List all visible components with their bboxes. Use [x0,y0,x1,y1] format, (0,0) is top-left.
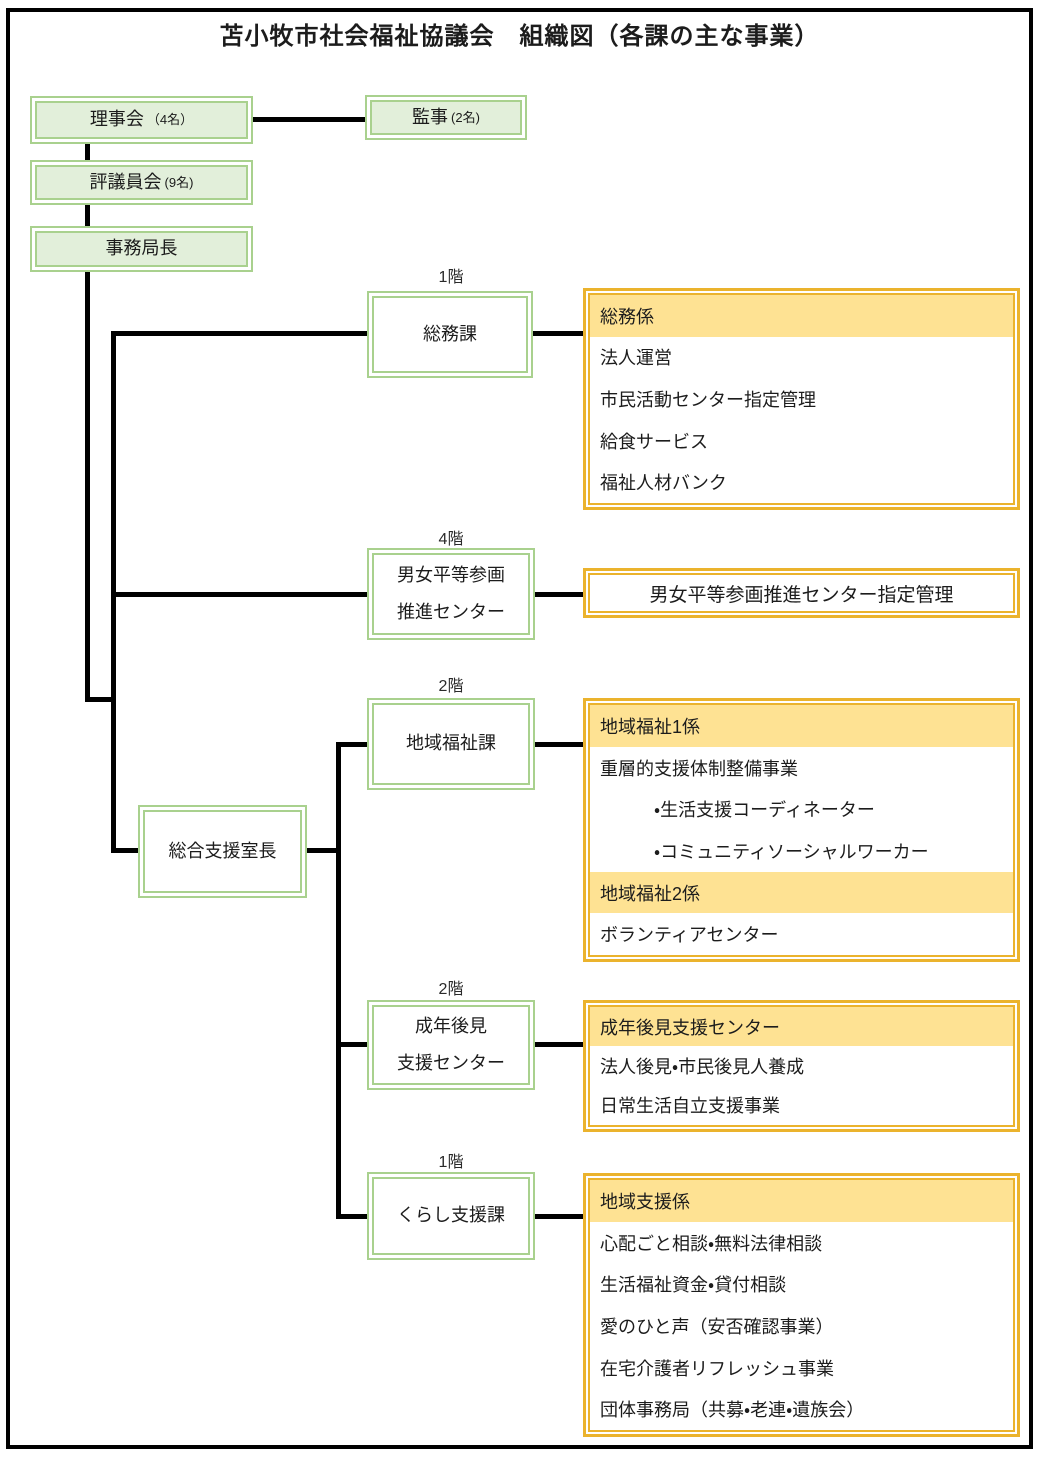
connector-branch-gender-equality [116,592,367,597]
box-support-office-chief-inner: 総合支援室長 [143,810,302,893]
connector-trunk-right [336,742,341,1219]
connector-branch-adult-guardianship [341,1042,367,1047]
box-general-affairs-dept: 総務課 [367,291,533,378]
connector-trunk-bridge [85,697,116,702]
floor-label-living-support: 1階 [438,1154,464,1171]
duties-general-affairs: 総務係 法人運営 市民活動センター指定管理 給食サービス 福祉人材バンク [583,288,1020,510]
adult-guardianship-center-label-line1: 成年後見 [415,1015,487,1036]
auditors-count: (2名) [451,109,480,125]
connector-branch-general-affairs [116,331,367,336]
floor-label-gender-equality: 4階 [438,531,464,548]
duties-living-support: 地域支援係 心配ごと相談・無料法律相談 生活福祉資金・貸付相談 愛のひと声（安否… [583,1173,1020,1437]
duty-row: 市民活動センター指定管理 [600,389,816,410]
community-welfare-dept-label: 地域福祉課 [406,733,496,754]
connector-branch-community-welfare [341,742,367,747]
duties-adult-guardianship: 成年後見支援センター 法人後見・市民後見人養成 日常生活自立支援事業 [583,1000,1020,1132]
connector-board-auditors [253,117,365,122]
duty-row: 男女平等参画推進センター指定管理 [649,584,954,606]
duty-row: 団体事務局（共募・老連・遺族会） [600,1400,865,1421]
duty-row: 生活福祉資金・貸付相談 [600,1275,787,1296]
gender-equality-center-label-line1: 男女平等参画 [397,564,505,585]
duty-row: 在宅介護者リフレッシュ事業 [600,1358,834,1379]
duty-sub-row: ・コミュニティソーシャルワーカー [654,841,929,862]
floor-label-adult-guardianship: 2階 [438,981,464,998]
duty-header-row: 地域福祉2係 [590,871,1013,914]
box-community-welfare-dept: 地域福祉課 [367,698,535,790]
duties-general-affairs-inner: 総務係 法人運営 市民活動センター指定管理 給食サービス 福祉人材バンク [588,293,1015,505]
duties-gender-equality-inner: 男女平等参画推進センター指定管理 [588,573,1015,613]
page-border [6,8,1033,1449]
connector-branch-living-support [341,1214,367,1219]
box-living-support-dept-inner: くらし支援課 [372,1177,530,1255]
connector-living-support-duties [535,1214,583,1219]
adult-guardianship-center-label-line2: 支援センター [397,1052,505,1073]
duty-row: ボランティアセンター [600,925,779,946]
box-community-welfare-dept-inner: 地域福祉課 [372,703,530,785]
box-auditors-inner: 監事 (2名) [370,100,522,135]
floor-label-community-welfare: 2階 [438,678,464,695]
duty-row: 給食サービス [600,431,708,452]
box-secretary-general-inner: 事務局長 [35,231,248,267]
duty-header-row: 成年後見支援センター [590,1007,1013,1047]
duty-header-row: 地域支援係 [590,1180,1013,1222]
floor-label-general-affairs: 1階 [438,269,464,286]
duty-header-row: 地域福祉1係 [590,705,1013,747]
connector-adult-guardianship-duties [535,1042,583,1047]
box-general-affairs-dept-inner: 総務課 [372,296,528,373]
box-council-inner: 評議員会 (9名) [35,165,248,200]
gender-equality-center-label-line2: 推進センター [397,601,505,622]
duties-community-welfare-inner: 地域福祉1係 重層的支援体制整備事業 ・生活支援コーディネーター ・コミュニティ… [588,703,1015,957]
box-council: 評議員会 (9名) [30,160,253,205]
box-adult-guardianship-center-inner: 成年後見 支援センター [372,1005,530,1085]
connector-general-affairs-duties [533,331,583,336]
board-count: （4名） [146,112,194,128]
box-board: 理事会 （4名） [30,96,253,144]
connector-trunk-left [85,272,90,702]
council-count: (9名) [164,174,194,190]
duties-gender-equality: 男女平等参画推進センター指定管理 [583,568,1020,618]
duty-row: 重層的支援体制整備事業 [600,758,798,779]
duty-row: 法人後見・市民後見人養成 [600,1056,805,1077]
box-board-inner: 理事会 （4名） [35,101,248,139]
duties-living-support-inner: 地域支援係 心配ごと相談・無料法律相談 生活福祉資金・貸付相談 愛のひと声（安否… [588,1178,1015,1432]
general-affairs-dept-label: 総務課 [423,323,477,344]
duty-row: 愛のひと声（安否確認事業） [600,1316,834,1337]
box-support-office-chief: 総合支援室長 [138,805,307,898]
board-label: 理事会 [89,109,144,130]
duty-header-row: 総務係 [590,295,1013,337]
council-label: 評議員会 [89,171,162,192]
connector-council-secretary [85,205,90,226]
box-secretary-general: 事務局長 [30,226,253,272]
duties-community-welfare: 地域福祉1係 重層的支援体制整備事業 ・生活支援コーディネーター ・コミュニティ… [583,698,1020,962]
connector-branch-support-office [116,848,138,853]
duty-row: 日常生活自立支援事業 [600,1096,780,1117]
connector-trunk-mid [111,331,116,853]
duty-row: 福祉人材バンク [600,473,727,494]
support-office-chief-label: 総合支援室長 [168,840,277,861]
auditors-label: 監事 [412,106,449,127]
living-support-dept-label: くらし支援課 [397,1205,505,1226]
box-gender-equality-center-inner: 男女平等参画 推進センター [372,553,530,635]
box-auditors: 監事 (2名) [365,95,527,140]
box-gender-equality-center: 男女平等参画 推進センター [367,548,535,640]
connector-board-council [85,144,90,160]
duties-adult-guardianship-inner: 成年後見支援センター 法人後見・市民後見人養成 日常生活自立支援事業 [588,1005,1015,1127]
org-chart-title: 苫小牧市社会福祉協議会 組織図（各課の主な事業） [219,23,820,50]
duty-sub-row: ・生活支援コーディネーター [654,800,875,821]
connector-community-welfare-duties [535,742,583,747]
secretary-general-label: 事務局長 [105,238,178,259]
duty-row: 法人運営 [600,348,672,369]
connector-gender-equality-duties [535,592,583,597]
box-adult-guardianship-center: 成年後見 支援センター [367,1000,535,1090]
duty-row: 心配ごと相談・無料法律相談 [600,1233,823,1254]
connector-support-office-right [307,848,336,853]
box-living-support-dept: くらし支援課 [367,1172,535,1260]
